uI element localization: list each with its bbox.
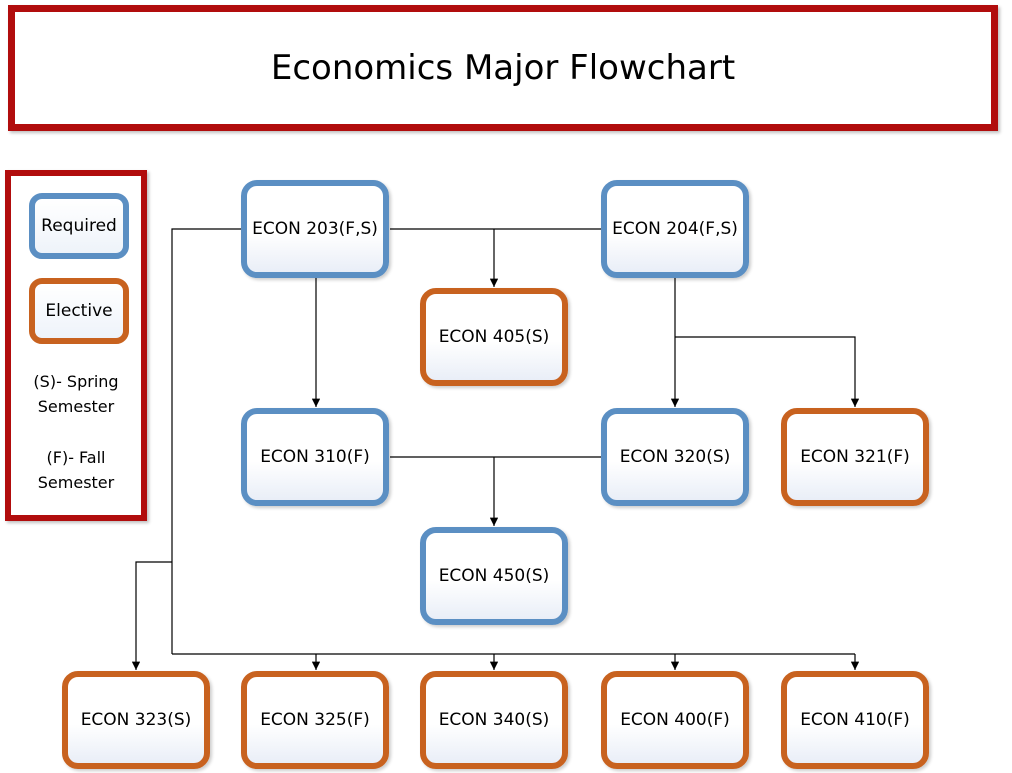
legend-elective-label: Elective [45, 301, 113, 321]
node-label: ECON 450(S) [438, 566, 550, 586]
legend-elective-swatch: Elective [29, 278, 129, 344]
page-title: Economics Major Flowchart [270, 48, 736, 88]
node-label: ECON 410(F) [800, 710, 910, 730]
legend-required-swatch: Required [29, 193, 129, 259]
legend: Required Elective (S)- Spring Semester (… [5, 170, 147, 521]
arrow-204-to-321 [675, 336, 860, 407]
legend-spring-note: (S)- Spring Semester [11, 369, 141, 419]
elective-trunk [171, 228, 241, 654]
node-label: ECON 203(F,S) [252, 219, 378, 239]
node-econ-204: ECON 204(F,S) [601, 180, 749, 278]
legend-required-label: Required [41, 216, 117, 236]
node-label: ECON 323(S) [80, 710, 192, 730]
legend-fall-line1: (F)- Fall [46, 448, 106, 467]
node-econ-325: ECON 325(F) [241, 671, 389, 769]
node-econ-450: ECON 450(S) [420, 527, 568, 625]
legend-fall-note: (F)- Fall Semester [11, 445, 141, 495]
node-econ-320: ECON 320(S) [601, 408, 749, 506]
node-econ-400: ECON 400(F) [601, 671, 749, 769]
node-econ-323: ECON 323(S) [62, 671, 210, 769]
legend-fall-line2: Semester [37, 473, 115, 492]
node-label: ECON 340(S) [438, 710, 550, 730]
node-label: ECON 405(S) [438, 327, 550, 347]
node-label: ECON 204(F,S) [612, 219, 738, 239]
node-label: ECON 310(F) [260, 447, 370, 467]
legend-spring-line1: (S)- Spring [33, 372, 119, 391]
node-econ-410: ECON 410(F) [781, 671, 929, 769]
node-label: ECON 321(F) [800, 447, 910, 467]
title-banner: Economics Major Flowchart [8, 5, 998, 131]
node-econ-405: ECON 405(S) [420, 288, 568, 386]
node-label: ECON 400(F) [620, 710, 730, 730]
arrow-to-323 [131, 561, 172, 670]
node-label: ECON 320(S) [619, 447, 731, 467]
node-econ-340: ECON 340(S) [420, 671, 568, 769]
node-label: ECON 325(F) [260, 710, 370, 730]
node-econ-321: ECON 321(F) [781, 408, 929, 506]
node-econ-310: ECON 310(F) [241, 408, 389, 506]
node-econ-203: ECON 203(F,S) [241, 180, 389, 278]
legend-spring-line2: Semester [37, 397, 115, 416]
